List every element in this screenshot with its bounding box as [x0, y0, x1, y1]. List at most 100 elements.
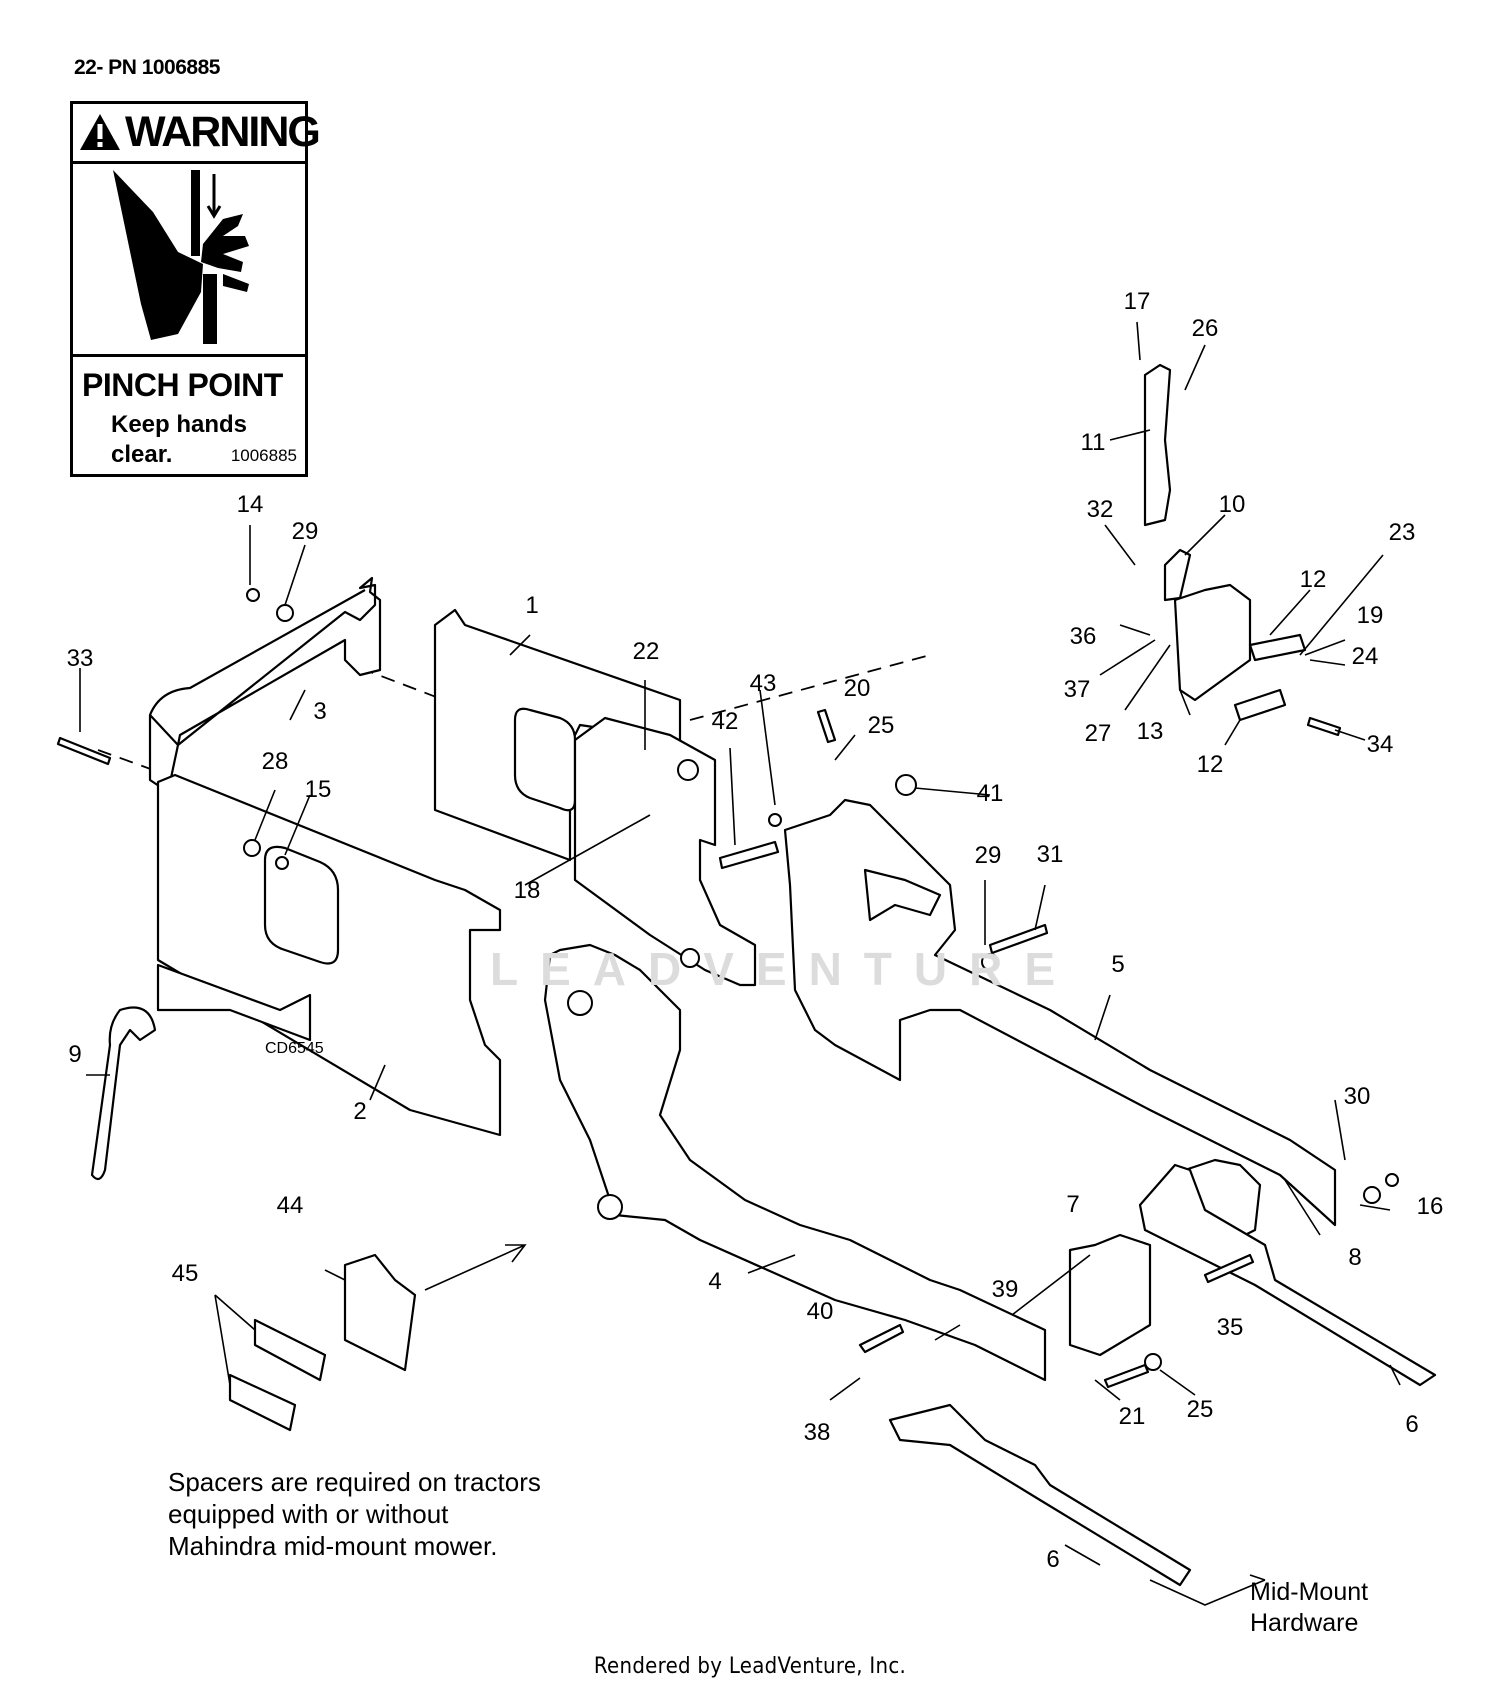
leader-line: [1124, 644, 1171, 711]
bushing: [680, 948, 700, 968]
leader-line: [1064, 1544, 1101, 1566]
leader-line: [1269, 589, 1311, 636]
callout-22: 22: [632, 638, 660, 665]
callout-6b: 6: [1046, 1546, 1060, 1573]
leader-line: [1099, 639, 1156, 676]
callout-9: 9: [68, 1041, 82, 1068]
part-44-spacer: [343, 1253, 417, 1372]
bushing: [597, 1194, 623, 1220]
mid-mount-bracket-line: [1149, 1574, 1266, 1606]
part-30-washer: [1363, 1186, 1381, 1204]
part-16-nut: [1385, 1173, 1399, 1187]
leader-line: [747, 1254, 796, 1274]
leader-line: [509, 634, 531, 656]
part-3-mounting-plate: [148, 576, 382, 794]
part-29-washer: [981, 953, 999, 971]
callout-25b: 25: [1186, 1396, 1214, 1423]
mid-mount-label-line1: Mid-Mount: [1250, 1578, 1369, 1606]
part-13-plate: [1173, 583, 1252, 702]
decal-title: WARNING: [125, 108, 321, 156]
callout-35: 35: [1216, 1314, 1244, 1341]
callout-27: 27: [1084, 720, 1112, 747]
leader-line: [1304, 639, 1346, 656]
part-40-pin: [858, 1323, 905, 1354]
leader-line: [834, 734, 856, 761]
callout-38: 38: [803, 1419, 831, 1446]
leader-line: [1334, 1099, 1346, 1161]
warning-triangle-icon: [80, 114, 120, 150]
part-5-inner: [863, 868, 942, 922]
watermark: LEADVENTURE: [490, 943, 1078, 995]
spacer-note: Spacers are required on tractors equippe…: [168, 1467, 541, 1561]
part-7-bracket: [1068, 1233, 1152, 1357]
callout-28: 28: [261, 748, 289, 775]
callout-34: 34: [1366, 731, 1394, 758]
leader-line: [369, 1064, 386, 1101]
callout-25a: 25: [867, 712, 895, 739]
part-number-title: 22- PN 1006885: [74, 56, 220, 79]
leader-line: [1299, 554, 1384, 656]
callout-4: 4: [708, 1268, 722, 1295]
part-9-wrench: [90, 1006, 157, 1181]
alignment-line: [689, 654, 931, 721]
callout-24: 24: [1351, 643, 1379, 670]
leader-line: [284, 544, 306, 606]
leader-line: [1159, 1369, 1196, 1396]
callout-12a: 12: [1299, 566, 1327, 593]
callout-14: 14: [236, 491, 264, 518]
callout-6a: 6: [1405, 1411, 1419, 1438]
part-43-pin: [768, 813, 782, 827]
leader-line: [934, 1324, 961, 1341]
callout-19: 19: [1356, 602, 1384, 629]
direction-arrow: [424, 1244, 527, 1291]
warning-decal: WARNING PINCH POINT Keep hands clear. 10…: [70, 101, 321, 477]
callout-5: 5: [1111, 951, 1125, 978]
bushing: [677, 759, 699, 781]
callout-16: 16: [1416, 1193, 1444, 1220]
part-25-washer: [1144, 1353, 1162, 1371]
leader-line: [1119, 624, 1151, 636]
part-35-bolt: [1203, 1253, 1255, 1284]
leader-line: [1136, 321, 1141, 361]
callout-29a: 29: [291, 518, 319, 545]
part-12-link-a: [1248, 633, 1307, 662]
callout-41: 41: [976, 780, 1004, 807]
part-4-arm: [543, 943, 1047, 1382]
leader-line: [1334, 729, 1366, 741]
callout-1: 1: [525, 592, 539, 619]
part-12-link-b: [1233, 688, 1287, 722]
callout-7: 7: [1066, 1191, 1080, 1218]
leader-line: [1104, 524, 1136, 566]
leader-line: [1034, 884, 1046, 931]
part-11-plate: [1143, 363, 1172, 527]
leader-line: [829, 1377, 861, 1401]
part-15-nut: [275, 856, 289, 870]
leader-line: [284, 794, 311, 856]
callout-11: 11: [1080, 429, 1106, 456]
callout-32: 32: [1086, 496, 1114, 523]
image-code: CD6545: [265, 1040, 324, 1057]
leader-line: [1184, 344, 1206, 391]
mid-mount-label-line2: Hardware: [1250, 1609, 1359, 1637]
leader-line: [759, 689, 776, 806]
part-22-bracket: [573, 716, 757, 987]
callout-17: 17: [1123, 288, 1151, 315]
callout-10: 10: [1218, 491, 1246, 518]
callout-18: 18: [513, 877, 541, 904]
leader-line: [1094, 994, 1111, 1041]
leader-line: [1359, 1204, 1391, 1211]
callout-30: 30: [1343, 1083, 1371, 1110]
part-33-bolt: [56, 736, 112, 766]
leader-line: [254, 789, 276, 841]
leader-line: [1011, 1254, 1091, 1316]
callout-26: 26: [1191, 315, 1219, 342]
part-2-window: [263, 845, 340, 965]
callout-12b: 12: [1196, 751, 1224, 778]
callout-31: 31: [1036, 841, 1064, 868]
part-41-nut: [895, 774, 917, 796]
part-28-washer: [243, 839, 261, 857]
leader-line: [214, 1294, 256, 1386]
leader-line: [1389, 1364, 1401, 1386]
callout-15: 15: [304, 776, 332, 803]
